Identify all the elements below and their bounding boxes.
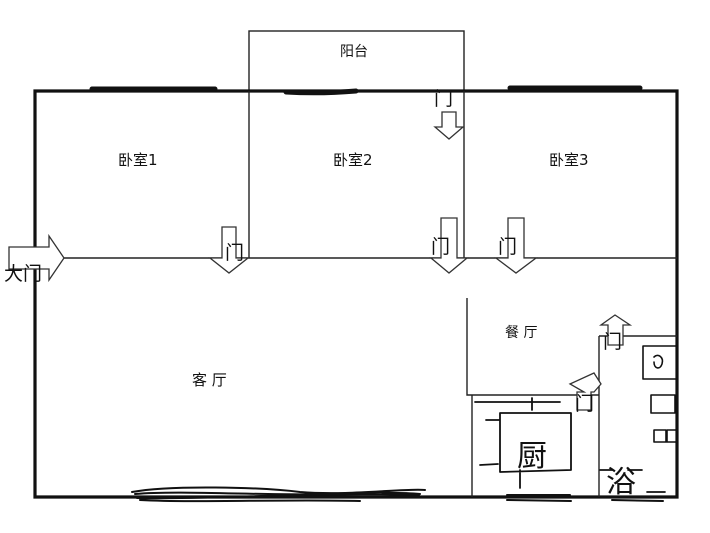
door-arrow-bathroom (598, 314, 633, 346)
bedroom2-label: 卧室2 (333, 151, 373, 169)
door-arrow-bedroom1 (208, 226, 250, 274)
kitchen-window-sketch (506, 494, 572, 502)
outer-walls (33, 89, 679, 499)
door-label-kitchen: 门 (575, 393, 594, 415)
door-arrow-bedroom3 (494, 217, 538, 274)
window-sketch-bedroom2 (283, 88, 359, 96)
door-label-bathroom: 门 (603, 331, 622, 353)
kitchen-label: 厨 (517, 439, 547, 474)
door-label-bedroom2: 门 (431, 236, 450, 258)
living-room-label: 客 厅 (192, 371, 227, 389)
main-entrance-label: 大门 (4, 263, 42, 285)
door-arrow-kitchen (568, 372, 602, 411)
sink-sketch (650, 394, 678, 443)
bedroom3-label: 卧室3 (549, 151, 589, 169)
door-arrow-balcony (433, 111, 465, 140)
toilet-sketch (642, 345, 678, 380)
bedroom1-label: 卧室1 (118, 151, 158, 169)
bath-window-sketch (606, 496, 666, 502)
kitchen-counter-sketch (474, 397, 572, 489)
window-sketch-living (131, 486, 426, 503)
main-entrance-arrow (8, 233, 65, 283)
door-label-balcony: 门 (434, 88, 453, 110)
door-label-bedroom3: 门 (498, 236, 517, 258)
door-label-bedroom1: 门 (225, 242, 244, 264)
dining-left-wall (466, 298, 599, 396)
bath-bottom-sketch (599, 469, 666, 493)
door-arrow-bedroom2 (429, 217, 469, 274)
balcony-outline (248, 30, 465, 92)
dining-room-label: 餐 厅 (505, 325, 537, 341)
balcony-label: 阳台 (340, 44, 368, 60)
